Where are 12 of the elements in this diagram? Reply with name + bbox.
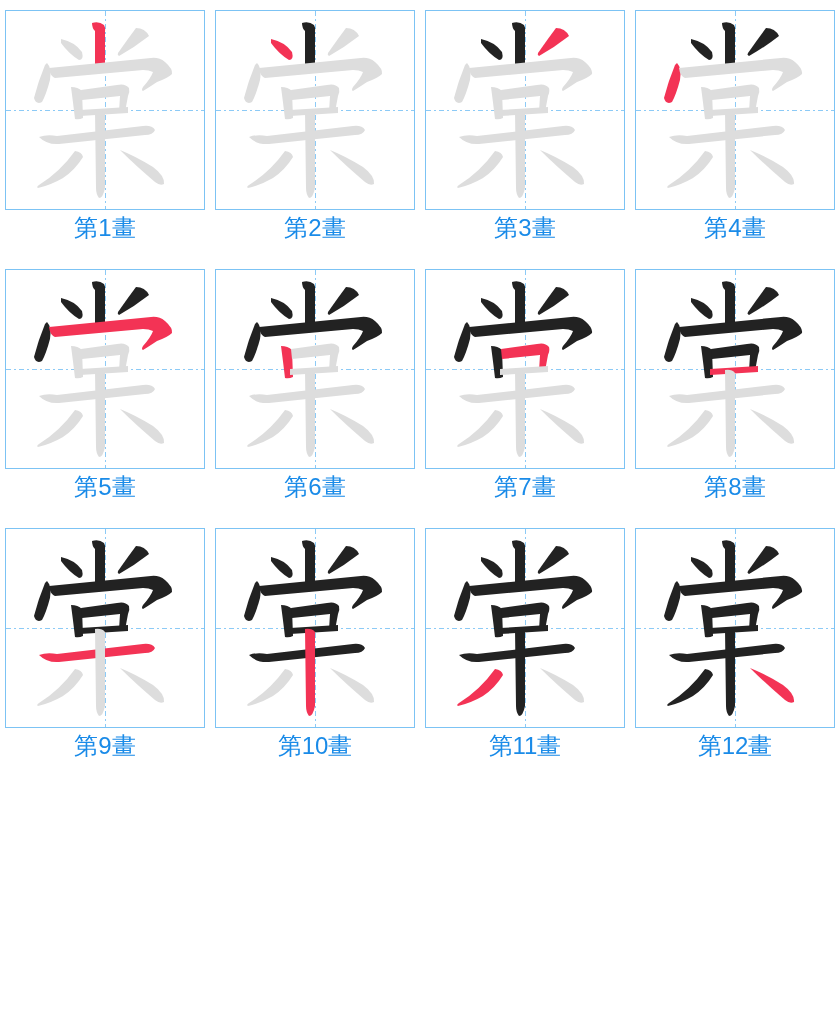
- stroke-caption: 第8畫: [704, 473, 766, 501]
- stroke-caption: 第2畫: [284, 214, 346, 242]
- stroke-caption: 第12畫: [697, 732, 773, 760]
- stroke-caption: 第6畫: [284, 473, 346, 501]
- stroke-caption: 第7畫: [494, 473, 556, 501]
- stroke-caption: 第5畫: [74, 473, 136, 501]
- stroke-caption: 第9畫: [74, 732, 136, 760]
- stroke-caption: 第10畫: [277, 732, 353, 760]
- stroke-caption: 第4畫: [704, 214, 766, 242]
- stroke-caption: 第1畫: [74, 214, 136, 242]
- stroke-caption: 第3畫: [494, 214, 556, 242]
- stroke-caption: 第11畫: [488, 732, 562, 760]
